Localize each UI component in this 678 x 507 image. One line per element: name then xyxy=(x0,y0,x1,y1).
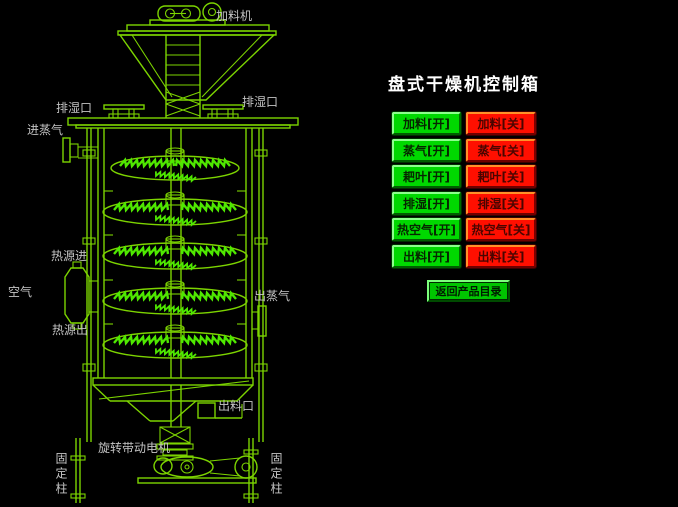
rake-off-button[interactable]: 耙叶[关] xyxy=(466,165,536,188)
panel-title: 盘式干燥机控制箱 xyxy=(388,75,540,95)
support-legs xyxy=(70,438,259,503)
steam-inlet-flange xyxy=(62,137,98,163)
steam-off-button[interactable]: 蒸气[关] xyxy=(466,139,536,162)
bottom-cone xyxy=(92,377,254,444)
label-discharge-port: 出料口 xyxy=(218,399,255,413)
label-steam-outlet: 出蒸气 xyxy=(254,289,291,303)
discharge-chute xyxy=(197,402,243,419)
rake-on-button[interactable]: 耙叶[开] xyxy=(392,165,461,188)
label-fixed-column-left: 固定柱 xyxy=(54,452,68,497)
feed-hopper xyxy=(117,24,277,118)
discharge-off-button[interactable]: 出料[关] xyxy=(466,245,536,268)
hot-air-on-button[interactable]: 热空气[开] xyxy=(392,218,461,241)
feed-off-button[interactable]: 加料[关] xyxy=(466,112,536,135)
exhaust-port-right-shape xyxy=(202,104,244,119)
label-air: 空气 xyxy=(8,285,33,299)
hot-air-off-button[interactable]: 热空气[关] xyxy=(466,218,536,241)
label-exhaust-port-left: 排湿口 xyxy=(56,101,93,115)
steam-on-button[interactable]: 蒸气[开] xyxy=(392,139,461,162)
label-fixed-column-right: 固定柱 xyxy=(269,452,283,497)
exhaust-off-button[interactable]: 排湿[关] xyxy=(466,192,536,215)
dryer-schematic xyxy=(62,2,299,503)
label-feeder-machine: 加料机 xyxy=(216,9,253,23)
feed-on-button[interactable]: 加料[开] xyxy=(392,112,461,135)
return-button[interactable]: 返回产品目录 xyxy=(427,280,510,302)
label-heat-source-out: 热源出 xyxy=(52,323,89,337)
vessel-frame xyxy=(82,128,268,442)
top-plate xyxy=(67,117,299,129)
label-rotary-drive-motor: 旋转带动电机 xyxy=(98,441,171,455)
drive-motor xyxy=(137,443,258,484)
rake-discs xyxy=(102,147,248,360)
steam-outlet-flange xyxy=(252,305,267,337)
discharge-on-button[interactable]: 出料[开] xyxy=(392,245,461,268)
air-heater-tank xyxy=(64,261,98,330)
exhaust-port-left-shape xyxy=(103,104,145,119)
label-exhaust-port-right: 排湿口 xyxy=(242,95,279,109)
central-shaft xyxy=(170,128,182,427)
label-heat-source-in: 热源进 xyxy=(51,249,88,263)
exhaust-on-button[interactable]: 排湿[开] xyxy=(392,192,461,215)
label-steam-inlet: 进蒸气 xyxy=(27,123,64,137)
feeder-motor xyxy=(149,2,226,26)
